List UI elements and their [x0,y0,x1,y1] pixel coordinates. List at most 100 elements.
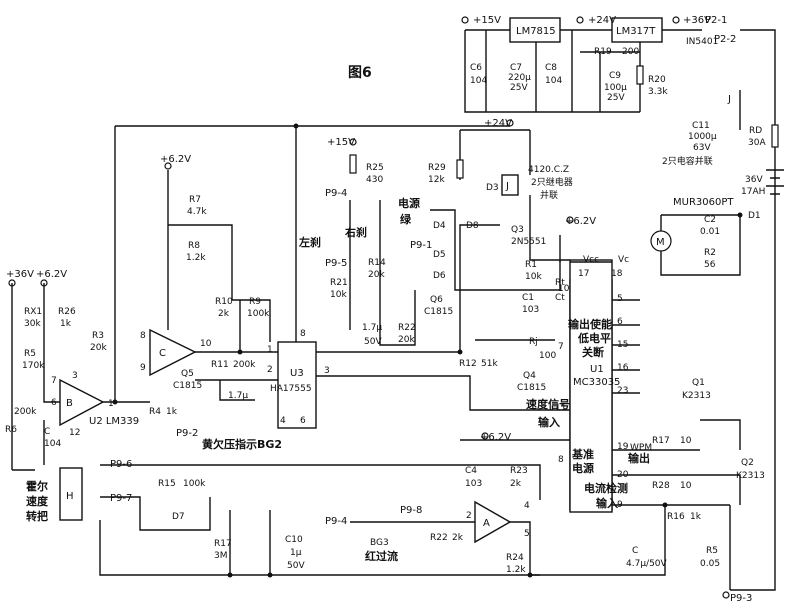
r8-value: 1.2k [186,253,206,263]
u1-name: U1 [590,364,604,375]
q6-part: C1815 [424,307,453,317]
d5-label: D5 [433,250,446,260]
u2b-pin7: 7 [51,376,57,386]
r14-value: 20k [368,270,385,280]
rail-terminal [566,216,574,224]
p9-7-label: P9-7 [110,493,132,504]
u2a-comparator [474,500,512,544]
junction-dot [737,212,743,218]
u1-vcc: Vcc [583,255,599,265]
q5-part: C1815 [173,381,202,391]
c10-value: 1μ [290,548,302,558]
u1-cur-2: 输入 [596,496,618,510]
relay-section: +24V J D3 4120.C.Z 2只继电器 并联 R29 12k D8 Q… [428,118,573,247]
q4-part: C1815 [517,383,546,393]
c9-voltage: 25V [607,93,625,103]
u3-pin8: 8 [300,329,306,339]
u1-vc: Vc [618,255,629,265]
lm317-regulator [611,17,663,43]
d8-label: D8 [466,221,479,231]
bg3-name: BG3 [370,538,389,548]
p2-2-label: P2-2 [714,34,736,45]
rail-terminal [164,162,172,170]
r26-name: R26 [58,307,76,317]
u2c-pin10: 10 [200,339,212,349]
bg3-desc: 红过流 [365,549,398,563]
c10-voltage: 50V [287,561,305,571]
u1-pin16: 16 [617,363,629,373]
r7-name: R7 [189,195,201,205]
c11-value: 1000μ [688,132,717,142]
q3-name: Q3 [511,225,524,235]
u1-pin10: 10 [558,284,570,294]
c7-voltage: 25V [510,83,528,93]
rd-fuse [771,124,779,148]
r17b-value: 3M [214,551,228,561]
c4-name: C4 [465,466,477,476]
u2a-pin5: 5 [524,529,530,539]
u1-mc33035-block: Vcc Vc 17 18 10 5 6 7 15 16 23 11 8 19 2… [459,216,765,604]
q2-name: Q2 [741,458,754,468]
r8-name: R8 [188,241,200,251]
cc-value: 4.7μ/50V [626,559,668,569]
r1-name: R1 [525,260,537,270]
c17-cap-value: 1.7μ [362,323,382,333]
c2-value: 0.01 [700,227,720,237]
c11-voltage: 63V [693,143,711,153]
u2b-pin3: 3 [72,371,78,381]
u1-output: 输出 [628,451,650,465]
battery-voltage: 36V [745,175,763,185]
c4-value: 103 [465,479,482,489]
r24-value: 1.2k [506,565,526,575]
c6-value: 104 [470,76,487,86]
power-supply-section: LM7815 LM317T +15V +24V +36V IN5401 P2-1… [461,15,736,113]
power-led-label-1: 电源 [398,196,420,210]
u1-pin5: 5 [617,294,623,304]
relay-coil [501,174,519,196]
r10-name: R10 [215,297,233,307]
diode-in5401-label: IN5401 [686,37,718,47]
r17-value: 10 [680,436,692,446]
c7-value: 220μ [508,73,531,83]
lm7815-label: LM7815 [516,26,556,37]
u1-pin19: 19 [617,442,629,452]
r9-value: 100k [247,309,270,319]
d4-label: D4 [433,221,446,231]
u2c-pin9: 9 [140,363,146,373]
motor-m-glyph: M [656,237,665,248]
q1-name: Q1 [692,378,705,388]
d1-label: D1 [748,211,761,221]
u1-cur-1: 电流检测 [584,481,628,495]
u3-ha17555-block: U3 HA17555 8 1 2 3 4 6 [267,329,330,429]
r22-value: 20k [398,335,415,345]
rail-62v-u2c: +6.2V [160,154,191,165]
r22b-name: R22 [430,533,448,543]
r15-value: 100k [183,479,206,489]
d7-label: D7 [172,512,185,522]
rail-15v-brake: +15V [327,137,355,148]
r16-value: 1k [690,512,702,522]
junction-dot [457,349,463,355]
r16-name: R16 [667,512,685,522]
r20-name: R20 [648,75,666,85]
q2-part: K2313 [736,471,765,481]
r25-resistor [349,154,357,174]
r12-name: R12 [459,359,477,369]
hall-section: H 霍尔 速度 转把 P9-6 P9-7 R15 100k D7 R17 3M … [26,459,305,571]
c8-value: 104 [545,76,562,86]
cc-name: C [632,546,638,556]
r6-value: 200k [14,407,37,417]
c9-value: 100μ [604,83,627,93]
u3-chip [277,341,317,429]
rail-terminal [576,16,584,24]
rail-terminal [349,138,357,146]
q5-name: Q5 [181,369,194,379]
r20-resistor [636,65,644,85]
c17-cap-voltage: 50V [364,337,382,347]
r2-value: 56 [704,260,716,270]
rj-value: 100 [539,351,556,361]
u2c-pin8: 8 [140,331,146,341]
junction-dots [112,123,743,578]
q1-part: K2313 [682,391,711,401]
r19-value: 200 [622,47,639,57]
